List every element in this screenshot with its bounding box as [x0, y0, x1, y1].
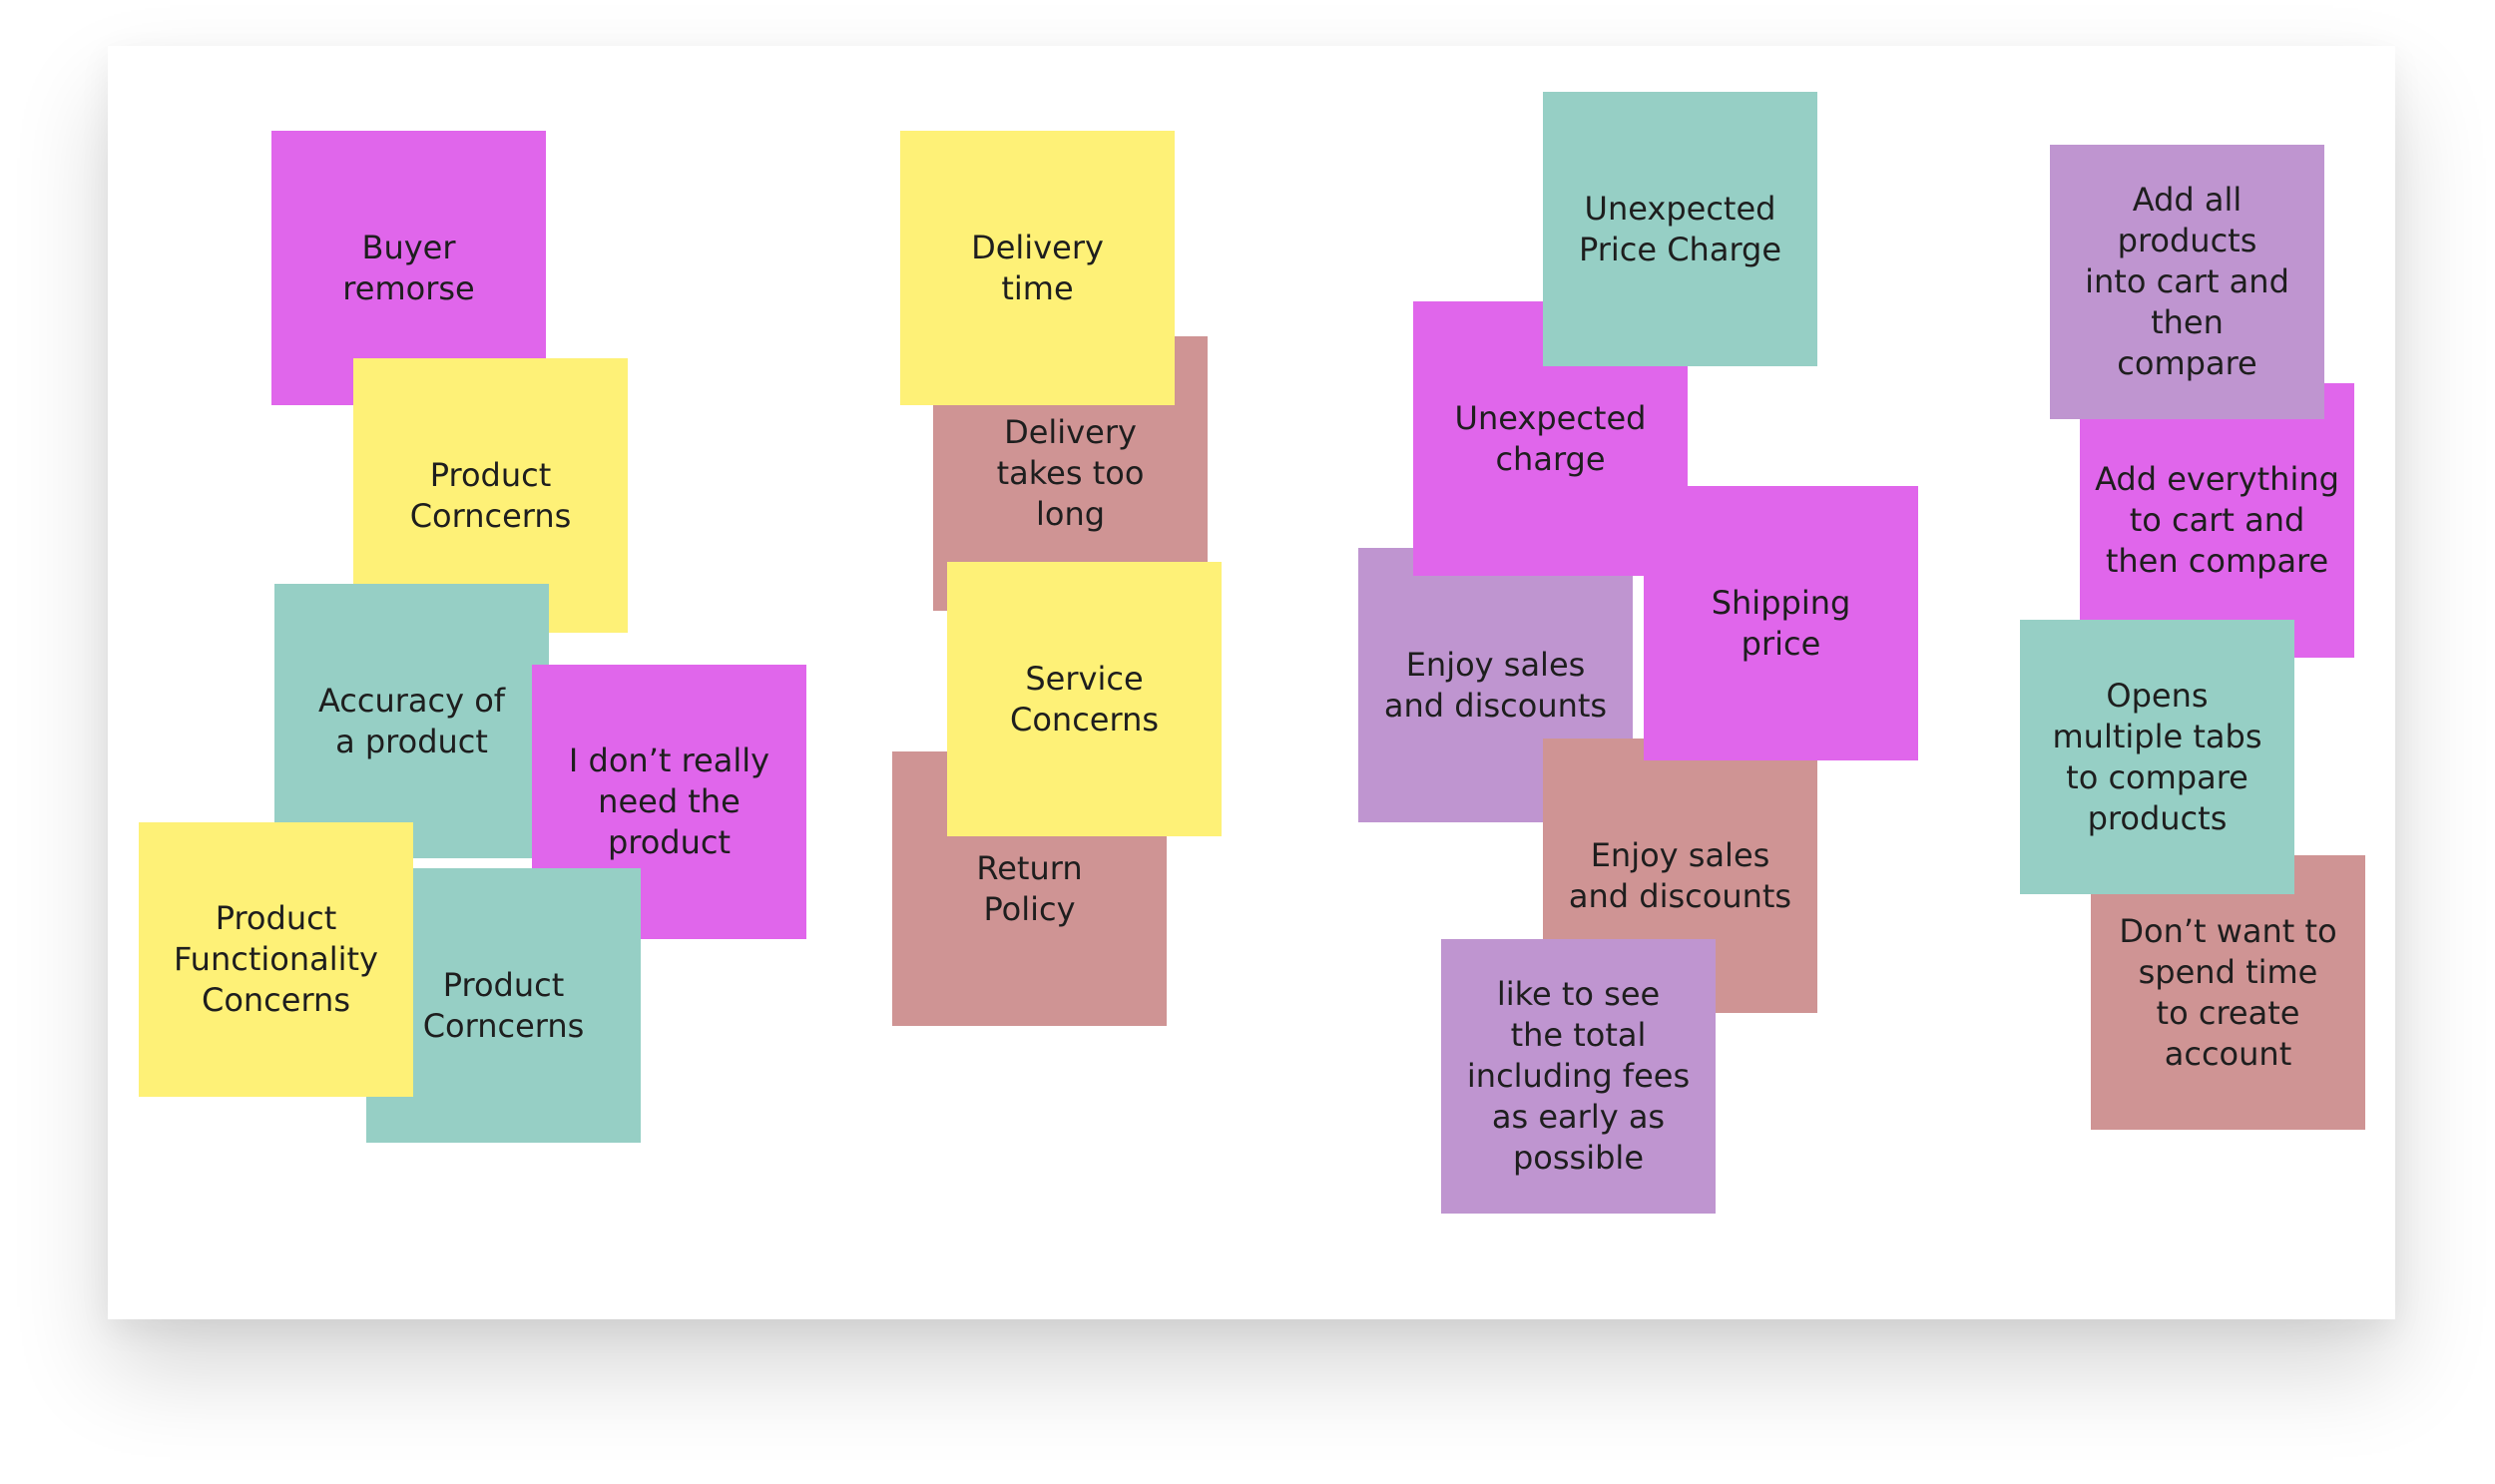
sticky-note-accuracy-of-product[interactable]: Accuracy of a product	[274, 584, 549, 858]
sticky-note-text: Product Functionality Concerns	[174, 899, 378, 1019]
sticky-note-text: Enjoy sales and discounts	[1568, 835, 1792, 915]
sticky-note-text: Enjoy sales and discounts	[1383, 645, 1608, 725]
sticky-note-product-functionality-concerns[interactable]: Product Functionality Concerns	[139, 822, 413, 1097]
sticky-note-text: Delivery time	[971, 228, 1104, 307]
sticky-note-dont-create-account[interactable]: Don’t want to spend time to create accou…	[2091, 855, 2365, 1130]
whiteboard-canvas[interactable]: Buyer remorse Product Corncerns Accuracy…	[108, 46, 2395, 1319]
sticky-note-text: Product Corncerns	[409, 455, 572, 535]
sticky-note-add-everything-compare[interactable]: Add everything to cart and then compare	[2080, 383, 2354, 658]
sticky-note-text: Product Corncerns	[422, 965, 585, 1045]
sticky-note-text: Opens multiple tabs to compare products	[2052, 676, 2262, 837]
sticky-note-text: I don’t really need the product	[568, 742, 770, 861]
sticky-note-opens-multiple-tabs[interactable]: Opens multiple tabs to compare products	[2020, 620, 2294, 894]
sticky-note-unexpected-price-charge[interactable]: Unexpected Price Charge	[1543, 92, 1817, 366]
sticky-note-delivery-time[interactable]: Delivery time	[900, 131, 1175, 405]
sticky-note-service-concerns[interactable]: Service Concerns	[947, 562, 1222, 836]
sticky-note-text: Service Concerns	[1009, 659, 1160, 739]
sticky-note-add-all-products-compare[interactable]: Add all products into cart and then comp…	[2050, 145, 2324, 419]
sticky-note-text: Accuracy of a product	[317, 681, 506, 760]
sticky-note-shipping-price[interactable]: Shipping price	[1644, 486, 1918, 760]
sticky-note-text: Add everything to cart and then compare	[2095, 460, 2339, 580]
sticky-note-text: like to see the total including fees as …	[1466, 975, 1691, 1177]
sticky-note-text: Buyer remorse	[342, 228, 475, 307]
sticky-note-text: Return Policy	[976, 848, 1083, 928]
sticky-note-text: Don’t want to spend time to create accou…	[2119, 911, 2337, 1073]
sticky-note-text: Unexpected charge	[1454, 398, 1647, 478]
sticky-note-text: Add all products into cart and then comp…	[2085, 181, 2289, 382]
sticky-note-see-total-early[interactable]: like to see the total including fees as …	[1441, 939, 1716, 1214]
sticky-note-text: Unexpected Price Charge	[1578, 189, 1782, 268]
sticky-note-text: Delivery takes too long	[996, 413, 1145, 533]
sticky-note-text: Shipping price	[1711, 583, 1851, 663]
